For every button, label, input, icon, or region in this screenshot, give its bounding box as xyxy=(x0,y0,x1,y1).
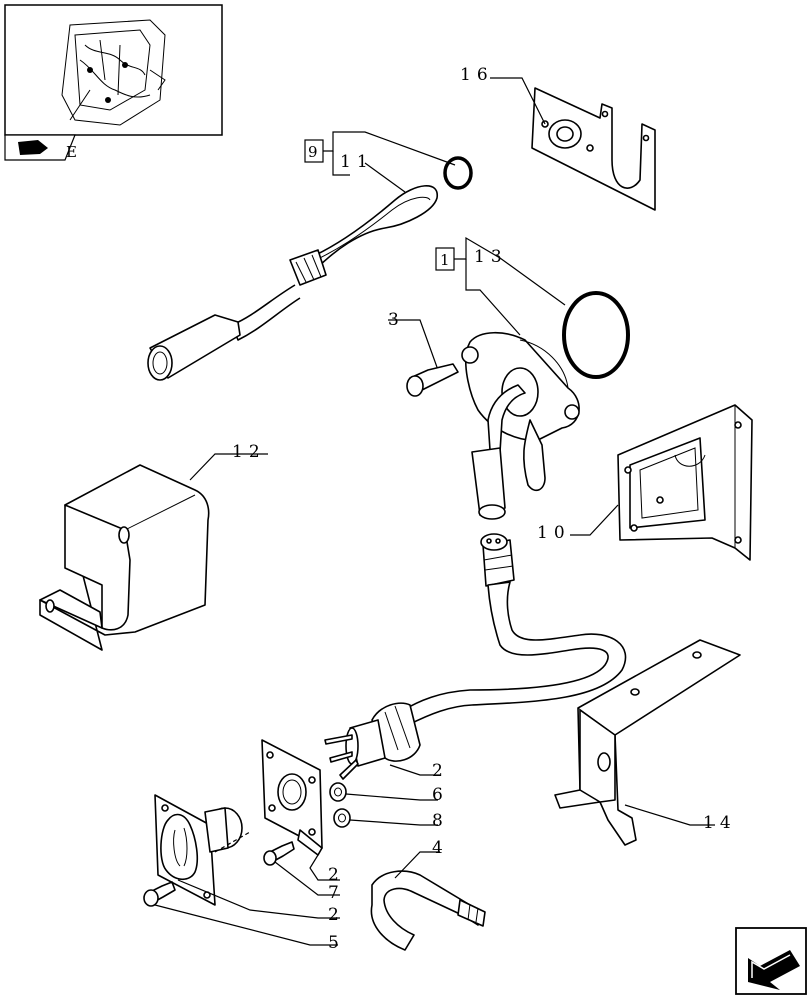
callout-6: 6 xyxy=(432,785,449,805)
thumbnail[interactable] xyxy=(4,4,223,136)
callout-8: 8 xyxy=(432,811,449,831)
part-11-sensor-cable xyxy=(147,185,438,381)
callout-4: 4 xyxy=(432,838,449,858)
part-16-bracket xyxy=(531,87,656,211)
part-8-nut xyxy=(333,808,351,828)
callout-11: 11 xyxy=(340,152,374,172)
part-6-nut xyxy=(329,782,347,802)
part-5-screw xyxy=(143,881,176,907)
callout-16: 16 xyxy=(460,65,494,85)
part-12-cover xyxy=(39,464,210,651)
callout-13: 13 xyxy=(474,247,508,267)
part-2-socket xyxy=(154,794,243,906)
callout-14: 14 xyxy=(703,813,737,833)
part-14-bracket xyxy=(554,639,741,846)
callout-1: 1 xyxy=(440,251,450,269)
book-icon[interactable] xyxy=(4,134,76,161)
callout-5: 5 xyxy=(328,933,345,953)
part-7-screw xyxy=(263,841,295,866)
part-4-cable-tie xyxy=(370,870,486,951)
part-2-cable-plug xyxy=(324,533,627,780)
part-3-bolt xyxy=(406,363,459,397)
callout-3: 3 xyxy=(388,310,405,330)
callout-10: 10 xyxy=(537,523,571,543)
callout-9: 9 xyxy=(308,143,318,161)
callout-7: 7 xyxy=(328,883,345,903)
tractor-cab-thumbnail xyxy=(61,19,166,126)
callout-12: 12 xyxy=(232,442,266,462)
part-1-socket-flange xyxy=(461,331,580,520)
part-13-o-ring xyxy=(562,291,630,379)
arrow-down-left-icon[interactable] xyxy=(735,927,807,995)
part-10-bracket xyxy=(617,404,753,561)
thumbnail-caption: E xyxy=(66,143,77,161)
callout-2b: 2 xyxy=(328,865,345,885)
part-2-mount-plate xyxy=(261,739,323,856)
callout-2c: 2 xyxy=(328,905,345,925)
part-9-o-ring xyxy=(443,156,473,190)
callout-2a: 2 xyxy=(432,761,449,781)
